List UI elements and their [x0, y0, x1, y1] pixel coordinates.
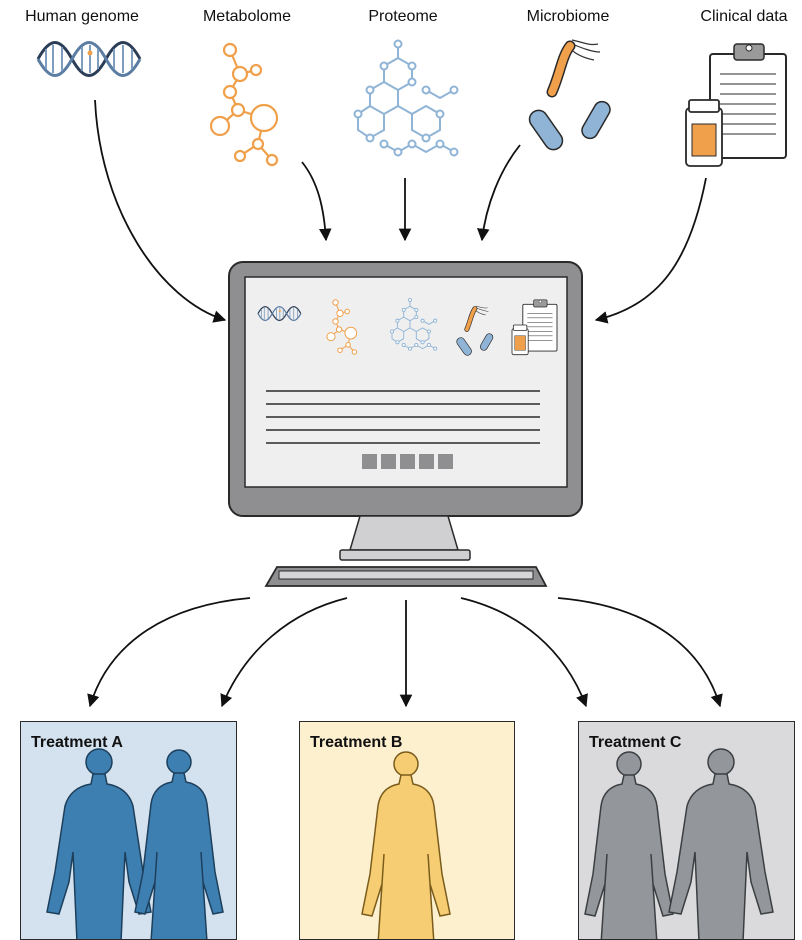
person-icon: [134, 749, 224, 939]
treatment-a-panel: Treatment A: [20, 721, 237, 940]
arrow-treatment-a-1: [87, 597, 251, 708]
treatment-a-title: Treatment A: [31, 734, 123, 751]
arrow-treatment-c-2: [557, 597, 723, 708]
person-icon: [668, 748, 774, 939]
person-icon: [361, 751, 451, 939]
output-arrows: [87, 597, 723, 708]
label-microbiome: Microbiome: [526, 8, 610, 25]
arrow-genome: [94, 99, 227, 323]
dna-helix-icon: [36, 41, 142, 77]
treatment-b-title: Treatment B: [310, 734, 403, 751]
arrow-treatment-a-2: [220, 597, 348, 708]
treatment-b-panel: Treatment B: [299, 721, 515, 940]
patient-figures-c: [584, 748, 774, 939]
patient-figures-a: [46, 748, 224, 939]
workflow-diagram: [36, 0, 787, 708]
arrow-microbiome: [477, 144, 521, 242]
treatment-c-title: Treatment C: [589, 734, 682, 751]
label-metabolome: Metabolome: [202, 8, 292, 25]
keyboard: [264, 566, 548, 587]
arrow-treatment-c-1: [460, 597, 588, 708]
person-icon: [584, 751, 674, 939]
label-proteome: Proteome: [368, 8, 438, 25]
metabolite-network-icon: [209, 42, 279, 167]
computer-monitor: [228, 261, 583, 561]
person-icon: [46, 748, 152, 939]
patient-figures-b: [361, 751, 451, 939]
arrow-metabolome: [301, 161, 332, 242]
arrow-clinical: [594, 177, 707, 324]
label-human-genome: Human genome: [25, 8, 139, 25]
input-arrows: [94, 99, 707, 324]
clipboard-medication-icon: [685, 43, 787, 167]
bacteria-icon: [526, 40, 613, 153]
protein-structure-icon: [353, 39, 459, 157]
label-clinical-data: Clinical data: [700, 8, 788, 25]
treatment-c-panel: Treatment C: [578, 721, 795, 940]
